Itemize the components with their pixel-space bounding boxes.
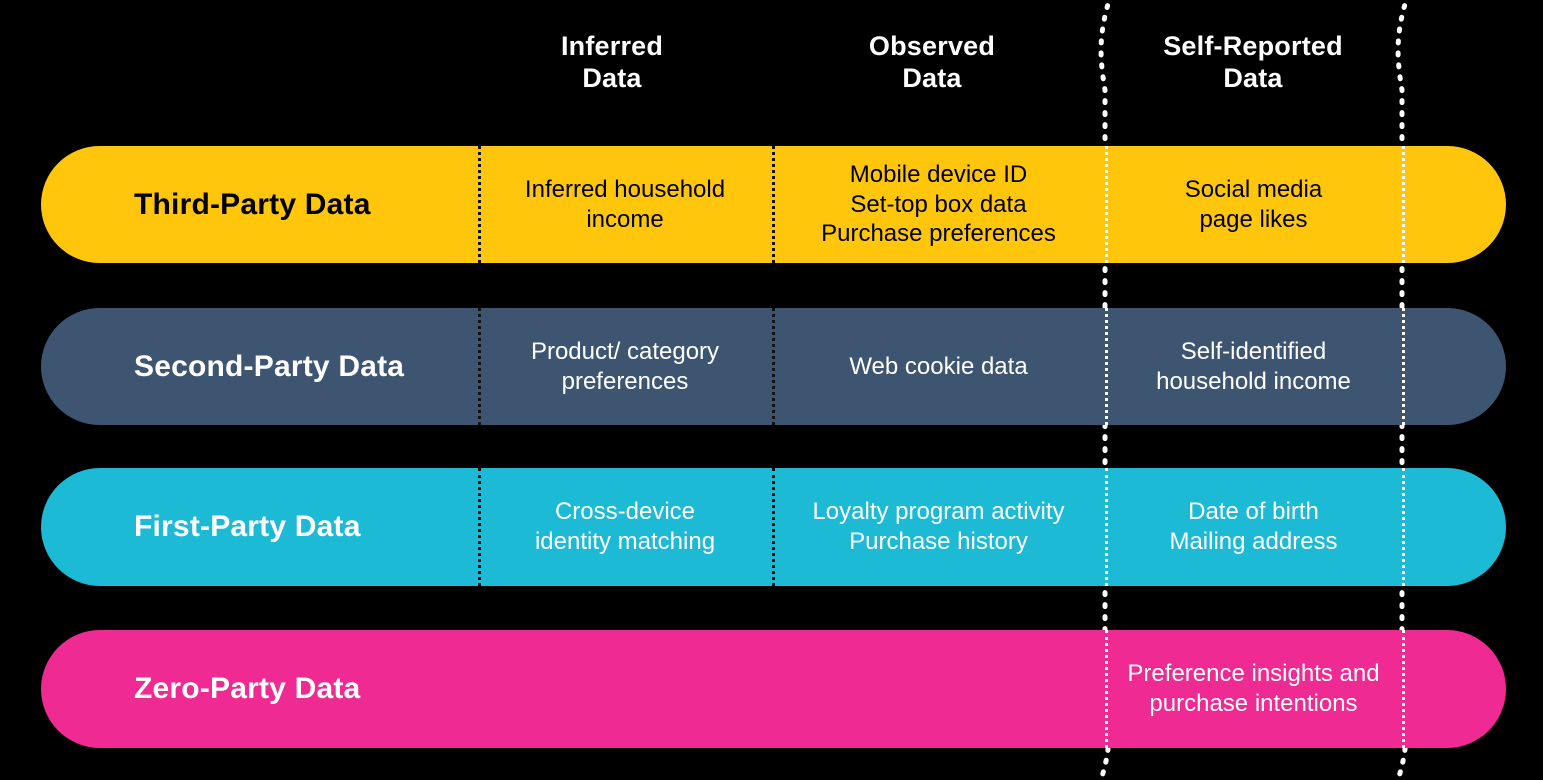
divider-zero-party-3 [1105, 630, 1108, 748]
row-label-zero-party-data: Zero-Party Data [134, 672, 361, 706]
cell-zero-party-self-reported: Preference insights and purchase intenti… [1127, 660, 1380, 717]
cell-second-party-inferred: Product/ category preferences [530, 337, 720, 395]
cell-zero-party-inferred [478, 630, 772, 748]
cell-first-party-self-reported: Date of birth Mailing address [1169, 498, 1338, 555]
cell-third-party-observed: Mobile device ID Set-top box data Purcha… [821, 160, 1056, 248]
row-second-party-data: Second-Party Data Product/ category pref… [41, 308, 1506, 425]
divider-second-party-2 [772, 308, 775, 425]
cell-first-party-observed: Loyalty program activity Purchase histor… [812, 498, 1065, 555]
divider-first-party-3 [1105, 468, 1108, 586]
divider-third-party-3 [1105, 146, 1108, 263]
divider-second-party-1 [478, 308, 481, 425]
column-header-self-reported-data: Self-Reported Data [1163, 31, 1343, 93]
column-header-observed-data: Observed Data [868, 31, 996, 93]
divider-third-party-4 [1402, 146, 1405, 263]
cell-third-party-self-reported: Social media page likes [1184, 175, 1323, 233]
cell-third-party-inferred: Inferred household income [524, 175, 726, 233]
row-third-party-data: Third-Party Data Inferred household inco… [41, 146, 1506, 263]
row-label-third-party-data: Third-Party Data [134, 187, 371, 221]
row-label-second-party-data: Second-Party Data [134, 349, 405, 383]
cell-second-party-tail [1402, 308, 1506, 425]
row-zero-party-data: Zero-Party Data Preference insights and … [41, 630, 1506, 748]
divider-first-party-4 [1402, 468, 1405, 586]
divider-third-party-2 [772, 146, 775, 263]
divider-first-party-2 [772, 468, 775, 586]
column-header-inferred-data: Inferred Data [560, 31, 664, 93]
cell-second-party-self-reported: Self-identified household income [1156, 337, 1351, 395]
divider-third-party-1 [478, 146, 481, 263]
divider-first-party-1 [478, 468, 481, 586]
row-first-party-data: First-Party Data Cross-device identity m… [41, 468, 1506, 586]
cell-first-party-tail [1402, 468, 1506, 586]
row-label-first-party-data: First-Party Data [134, 510, 361, 544]
cell-zero-party-observed [772, 630, 1105, 748]
divider-zero-party-4 [1402, 630, 1405, 748]
divider-second-party-3 [1105, 308, 1108, 425]
cell-second-party-observed: Web cookie data [849, 352, 1028, 380]
cell-zero-party-tail [1402, 630, 1506, 748]
divider-second-party-4 [1402, 308, 1405, 425]
cell-third-party-tail [1402, 146, 1506, 263]
cell-first-party-inferred: Cross-device identity matching [534, 498, 716, 555]
